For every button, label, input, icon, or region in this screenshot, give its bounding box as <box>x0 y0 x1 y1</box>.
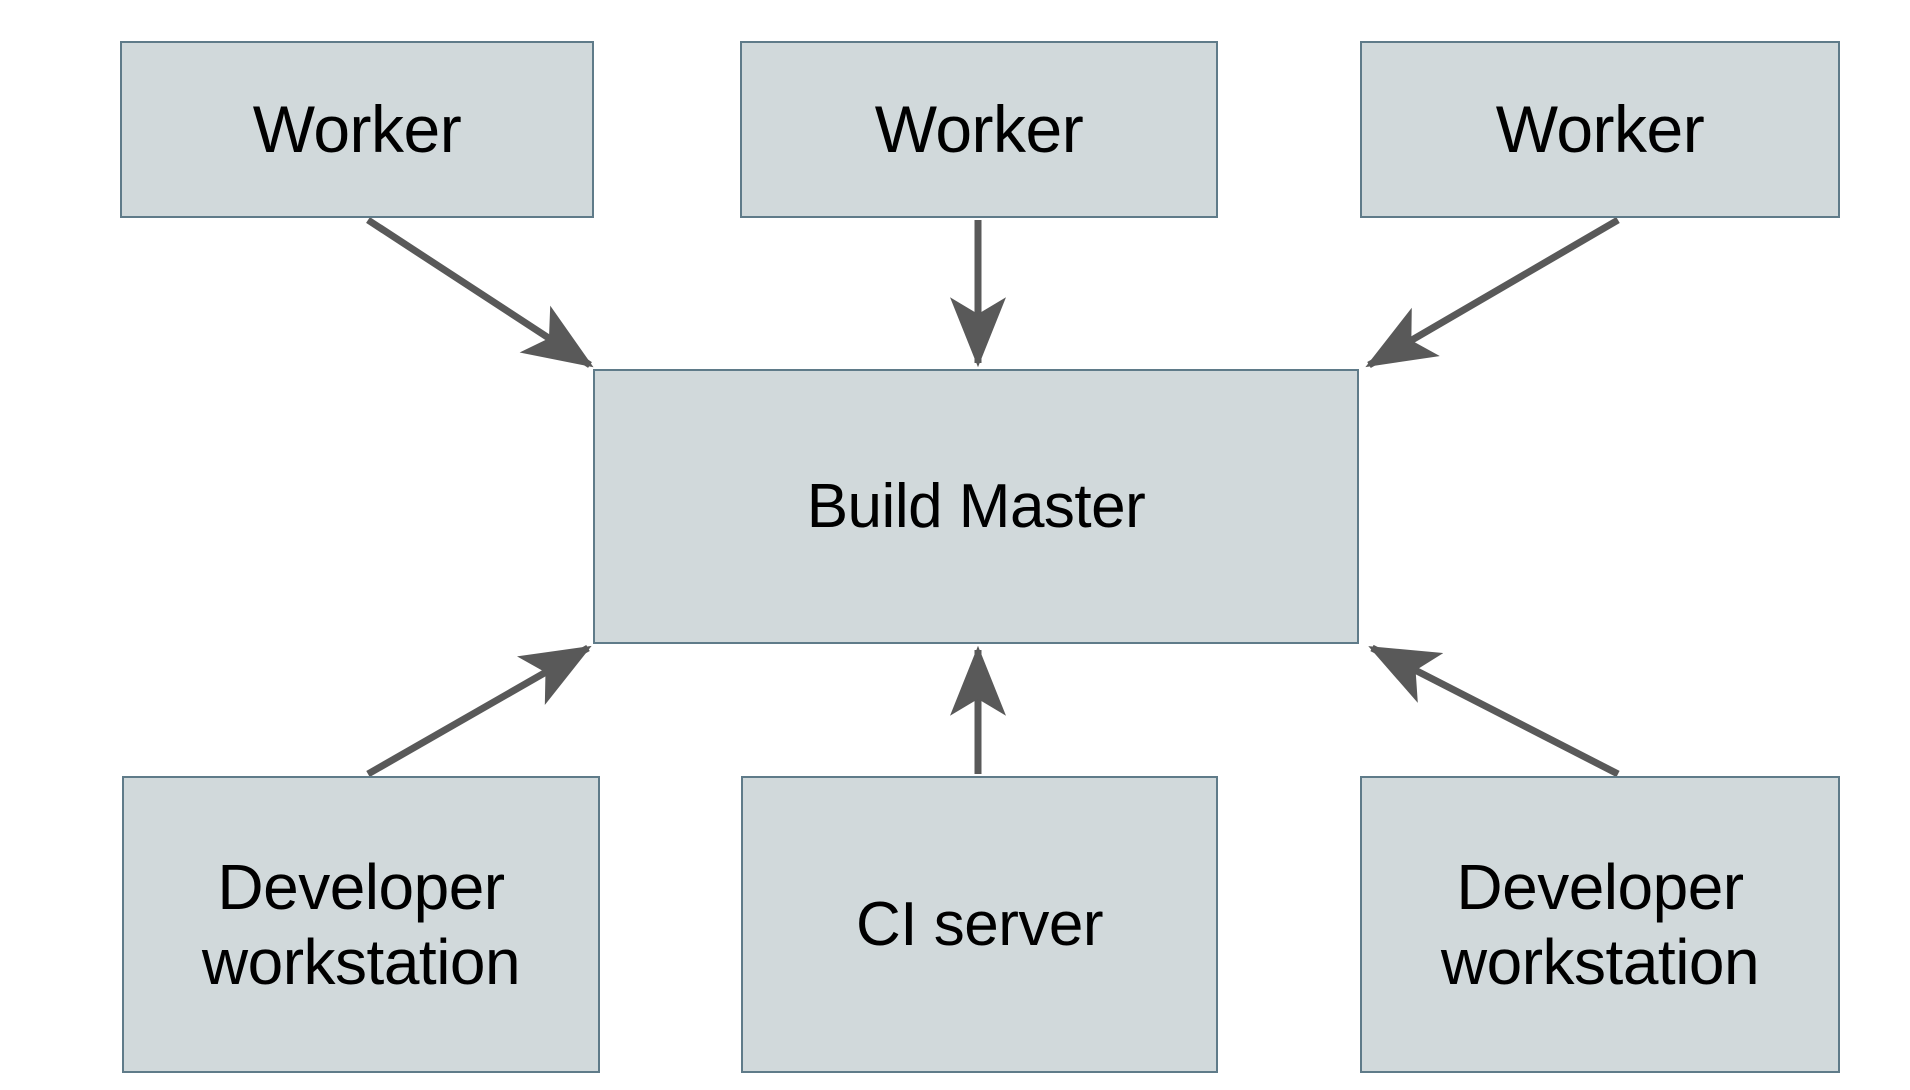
node-label-worker-2: Worker <box>874 92 1084 167</box>
node-worker-2[interactable]: Worker <box>740 41 1218 218</box>
node-worker-3[interactable]: Worker <box>1360 41 1840 218</box>
edge-dev-ws-left-to-build-master <box>366 644 592 778</box>
edge-dev-ws-right-to-build-master <box>1368 644 1620 778</box>
node-label-build-master: Build Master <box>806 471 1146 541</box>
node-developer-workstation-right[interactable]: Developer workstation <box>1360 776 1840 1073</box>
node-label-worker-1: Worker <box>252 92 462 167</box>
node-label-developer-workstation-left: Developer workstation <box>201 851 521 998</box>
node-label-worker-3: Worker <box>1495 92 1705 167</box>
node-label-developer-workstation-right: Developer workstation <box>1440 851 1760 998</box>
edge-worker-3-to-build-master <box>1365 216 1620 369</box>
edge-worker-1-to-build-master <box>366 217 594 368</box>
node-build-master[interactable]: Build Master <box>593 369 1359 644</box>
node-ci-server[interactable]: CI server <box>741 776 1218 1073</box>
node-worker-1[interactable]: Worker <box>120 41 594 218</box>
node-label-ci-server: CI server <box>856 889 1103 959</box>
node-developer-workstation-left[interactable]: Developer workstation <box>122 776 600 1073</box>
